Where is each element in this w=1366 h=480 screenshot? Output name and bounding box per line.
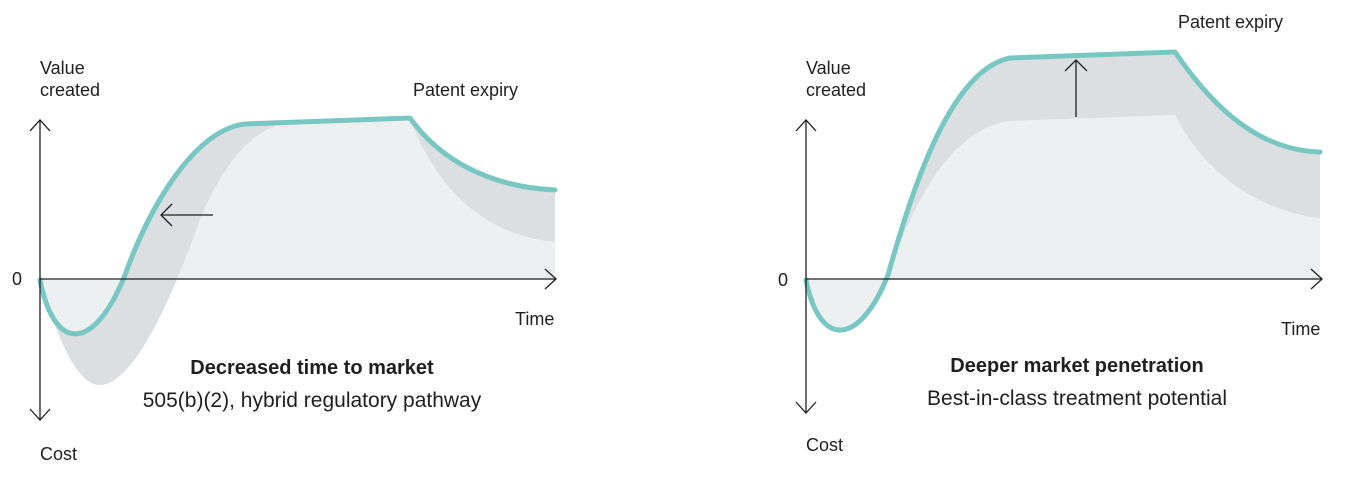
left-x-axis-label: Time <box>515 309 554 329</box>
left-y-top-label-line2: created <box>40 80 100 100</box>
left-panel: Value created 0 Time Cost Patent expiry … <box>12 58 558 464</box>
left-tail-band <box>410 118 555 242</box>
right-baseline-area <box>806 115 1320 331</box>
left-zero-label: 0 <box>12 269 22 289</box>
right-event-label: Patent expiry <box>1178 12 1283 32</box>
right-y-bottom-label: Cost <box>806 435 843 455</box>
right-zero-label: 0 <box>778 270 788 290</box>
right-subtitle: Best-in-class treatment potential <box>927 387 1227 410</box>
right-x-axis-label: Time <box>1281 319 1320 339</box>
left-title: Decreased time to market <box>190 357 434 379</box>
right-x-axis-arrowhead <box>1310 268 1323 290</box>
right-gain-band <box>888 52 1320 275</box>
left-gain-band <box>40 122 295 385</box>
left-x-axis-arrowhead <box>544 268 557 290</box>
left-y-top-label-line1: Value <box>40 58 85 78</box>
up-arrow-head <box>1064 59 1088 72</box>
left-arrow-head <box>160 203 173 227</box>
left-y-bottom-label: Cost <box>40 444 77 464</box>
left-subtitle: 505(b)(2), hybrid regulatory pathway <box>143 389 482 412</box>
right-y-axis-top-arrowhead <box>795 119 817 132</box>
right-title: Deeper market penetration <box>950 355 1203 377</box>
right-value-curve <box>803 49 1323 333</box>
left-baseline-area <box>40 118 555 385</box>
right-panel: Value created 0 Time Cost Patent expiry … <box>778 12 1323 455</box>
right-y-axis-bottom-arrowhead <box>795 401 817 414</box>
left-y-axis-bottom-arrowhead <box>29 408 51 421</box>
left-event-label: Patent expiry <box>413 80 518 100</box>
right-y-top-label-line2: created <box>806 80 866 100</box>
left-value-curve <box>37 115 558 337</box>
left-y-axis-top-arrowhead <box>29 119 51 132</box>
right-y-top-label-line1: Value <box>806 58 851 78</box>
